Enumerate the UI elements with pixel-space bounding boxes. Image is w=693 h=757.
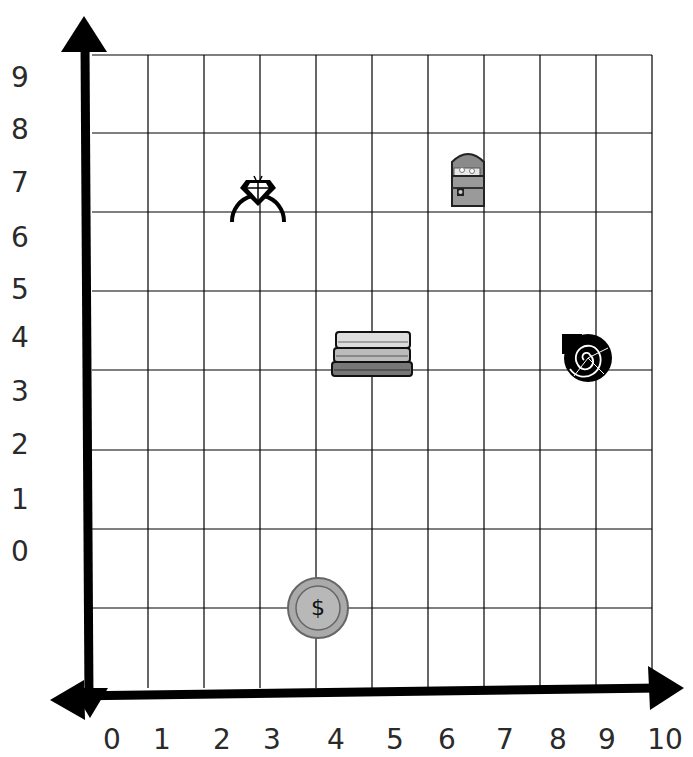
y-axis-number: 7: [11, 169, 29, 197]
x-axis-number: 10: [647, 726, 683, 754]
x-axis-number: 8: [549, 726, 567, 754]
ring-icon: [232, 176, 284, 222]
x-axis-number: 4: [327, 726, 345, 754]
y-axis-number: 4: [11, 324, 29, 352]
x-axis-number: 5: [386, 726, 404, 754]
y-axis-number: 1: [11, 486, 29, 514]
nautilus-shell-icon: [562, 334, 612, 382]
books-icon: [332, 332, 412, 376]
axes: [50, 16, 684, 720]
y-axis-number: 9: [11, 64, 29, 92]
y-axis-number: 5: [11, 276, 29, 304]
x-axis-number: 3: [263, 726, 281, 754]
x-axis-number: 7: [496, 726, 514, 754]
treasure-chest-icon: [452, 154, 484, 206]
y-axis-number: 8: [11, 116, 29, 144]
coin-symbol: $: [311, 597, 325, 619]
x-axis-number: 2: [213, 726, 231, 754]
coin-icon: [288, 578, 348, 638]
y-axis-number: 2: [11, 431, 29, 459]
x-axis-number: 9: [598, 726, 616, 754]
y-axis-number: 0: [11, 538, 29, 566]
y-axis-number: 6: [11, 224, 29, 252]
x-axis-number: 1: [153, 726, 171, 754]
grid-lines: [92, 55, 652, 688]
y-axis-number: 3: [11, 378, 29, 406]
x-axis-number: 0: [103, 726, 121, 754]
x-axis-number: 6: [438, 726, 456, 754]
